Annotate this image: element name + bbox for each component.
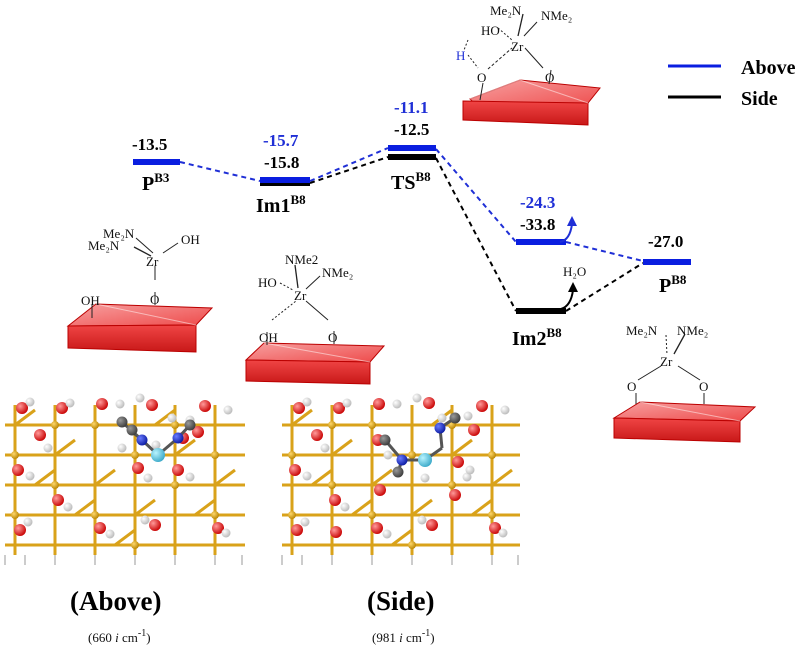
pb3-me2n-2: Me₂N	[88, 238, 120, 253]
panel-side-frequency: (981 i cm-1)	[372, 628, 435, 645]
side-nitrogen-2	[434, 422, 446, 434]
panel-side-title: (Side)	[367, 586, 435, 616]
value-pb8-above: -27.0	[648, 232, 683, 251]
above-nitrogen-2	[172, 432, 184, 444]
above-silicon-atoms	[11, 421, 219, 549]
structure-pb3: Me₂N Me₂N OH Zr O OH	[66, 226, 214, 353]
panel-above-frequency: (660 i cm-1)	[88, 628, 151, 645]
arrow-side-im2-head	[568, 282, 578, 292]
above-carbon-2	[126, 424, 138, 436]
above-hydrogen-atoms	[23, 393, 233, 539]
im1-nme2: NMe₂	[322, 265, 353, 280]
state-names: PB3 Im1B8 TSB8 Im2B8 PB8	[142, 169, 687, 350]
value-im2-side: -33.8	[520, 215, 555, 234]
slab-ts-face	[462, 100, 589, 126]
energy-levels	[133, 145, 691, 314]
connector-side-ts-im2	[435, 157, 517, 312]
side-carbon-2	[392, 466, 404, 478]
im1-zr: Zr	[294, 288, 307, 303]
pb8-o2: O	[699, 379, 708, 394]
value-ts-side: -12.5	[394, 120, 429, 139]
im2-water-label: H₂O	[563, 264, 586, 279]
pb3-oh: OH	[181, 232, 200, 247]
im1-nme2-top: NMe2	[285, 252, 318, 267]
connector-side-im1-ts	[309, 156, 389, 184]
ts-h: H	[456, 48, 465, 63]
above-nitrogen-1	[136, 434, 148, 446]
side-zirconium	[418, 453, 432, 467]
side-hydrogen-atoms	[300, 393, 510, 539]
side-oxygen-atoms	[289, 397, 501, 538]
ts-ho: HO	[481, 23, 500, 38]
structure-ts: Me₂N NMe₂ HO Zr H O O	[456, 3, 601, 126]
slab-pb3-face	[67, 324, 197, 353]
above-carbon-3	[184, 419, 196, 431]
side-nitrogen-1	[396, 454, 408, 466]
structure-pb8: Me₂N NMe₂ Zr O O	[612, 323, 757, 443]
water-release-arrows: H₂O	[559, 216, 586, 310]
arrow-side-im2	[560, 289, 574, 310]
above-zirconium	[151, 448, 165, 462]
side-carbon-1	[379, 434, 391, 446]
value-pb3-above: -13.5	[132, 135, 167, 154]
ts-me2n: Me₂N	[490, 3, 522, 18]
ts-zr: Zr	[511, 39, 524, 54]
value-im2-above: -24.3	[520, 193, 555, 212]
energy-connectors	[179, 147, 644, 312]
connector-above-im1-ts	[309, 147, 389, 182]
value-ts-above: -11.1	[394, 98, 428, 117]
above-carbon-1	[116, 416, 128, 428]
side-silicon-atoms	[288, 421, 496, 549]
pb8-zr: Zr	[660, 354, 673, 369]
surface-model-side	[281, 393, 520, 565]
value-im1-side: -15.8	[264, 153, 299, 172]
ts-o1: O	[477, 70, 486, 85]
legend-above-label: Above	[741, 57, 796, 79]
arrow-above-im2	[559, 223, 573, 243]
pb8-o1: O	[627, 379, 636, 394]
pb3-zr: Zr	[146, 254, 159, 269]
slab-pb8-face	[613, 417, 741, 443]
connector-above-im2-pb8	[565, 241, 644, 262]
connector-above-pb3-im1	[179, 161, 261, 182]
im1-o: O	[328, 330, 337, 345]
legend-side-label: Side	[741, 88, 778, 110]
ts-nme2: NMe₂	[541, 8, 572, 23]
structure-im1: NMe2 NMe₂ HO Zr OH O	[244, 252, 386, 385]
pb3-me2n-1: Me₂N	[103, 226, 135, 241]
connector-side-im2-pb8	[565, 262, 644, 312]
state-name-ts: TSB8	[391, 169, 431, 194]
connector-above-ts-im2	[435, 148, 517, 243]
pb3-o: O	[150, 292, 159, 307]
im1-oh-surface: OH	[259, 330, 278, 345]
state-name-im2: Im2B8	[512, 325, 562, 350]
state-name-im1: Im1B8	[256, 192, 306, 217]
surface-model-above	[4, 393, 245, 565]
energy-values: -13.5 -15.7 -15.8 -11.1 -12.5 -24.3 -33.…	[132, 98, 683, 251]
slab-im1-face	[245, 359, 371, 385]
legend: Above Side	[668, 57, 796, 110]
panel-captions: (Above) (660 i cm-1) (Side) (981 i cm-1)	[70, 586, 435, 645]
panel-above-title: (Above)	[70, 586, 161, 616]
arrow-above-im2-head	[567, 216, 577, 226]
state-name-pb8: PB8	[659, 272, 687, 297]
pb8-nme2: NMe₂	[677, 323, 708, 338]
ts-o2: O	[545, 70, 554, 85]
side-carbon-3	[449, 412, 461, 424]
im1-ho: HO	[258, 275, 277, 290]
value-im1-above: -15.7	[263, 131, 299, 150]
pb3-oh-surface: OH	[81, 293, 100, 308]
state-name-pb3: PB3	[142, 170, 170, 195]
pb8-me2n: Me₂N	[626, 323, 658, 338]
